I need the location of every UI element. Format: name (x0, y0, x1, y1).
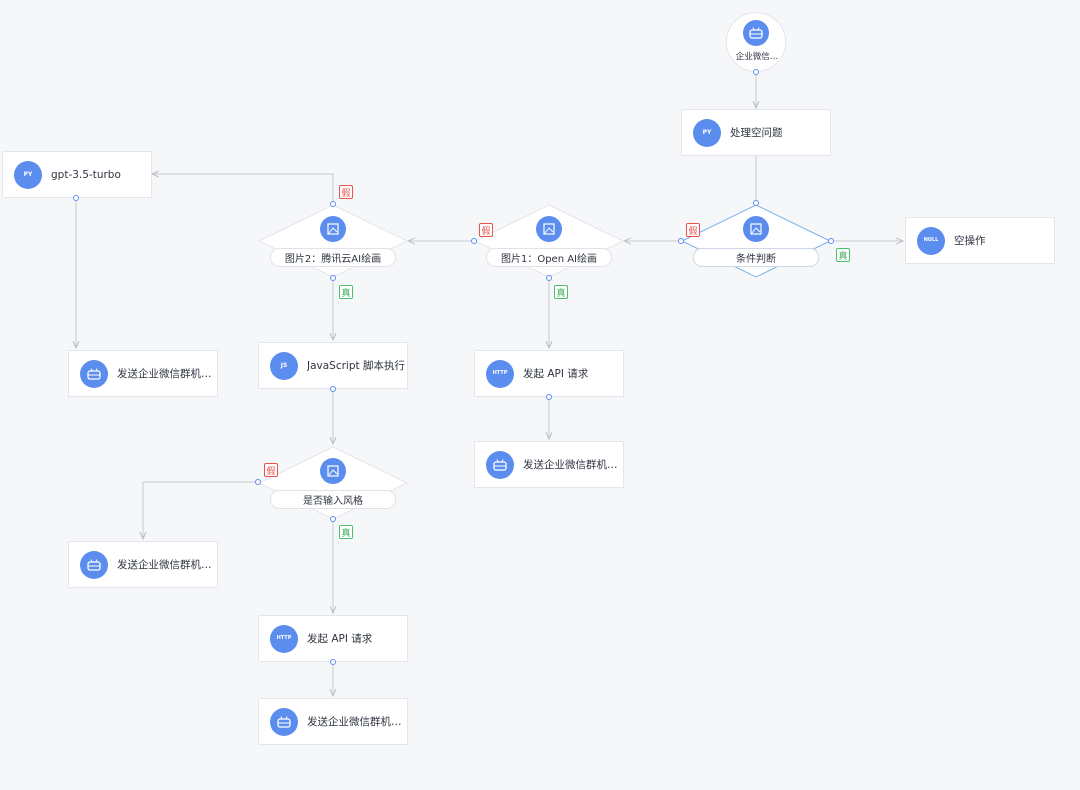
true-tag: 真 (836, 248, 850, 262)
image-icon (320, 216, 346, 242)
node-send-1[interactable]: 发送企业微信群机… (68, 350, 218, 397)
bot-icon (80, 359, 108, 388)
javascript-icon: JS (270, 351, 298, 380)
node-label: 发送企业微信群机… (117, 368, 212, 380)
port[interactable] (330, 386, 336, 392)
http-icon: HTTP (270, 624, 298, 653)
node-label: gpt-3.5-turbo (51, 168, 121, 181)
edge-img2-false-to-gpt (152, 174, 334, 205)
port[interactable] (330, 201, 336, 207)
http-icon: HTTP (486, 359, 514, 388)
port[interactable] (753, 200, 759, 206)
condition-label: 是否输入风格 (270, 490, 396, 509)
node-label: 发起 API 请求 (307, 633, 373, 645)
node-send-2[interactable]: 发送企业微信群机… (474, 441, 624, 488)
python-icon: PY (14, 160, 42, 189)
python-icon: PY (693, 118, 721, 147)
port[interactable] (753, 69, 759, 75)
false-tag: 假 (686, 223, 700, 237)
node-api-1[interactable]: HTTP 发起 API 请求 (474, 350, 624, 397)
condition-label: 图片1：Open AI绘画 (486, 248, 612, 267)
port[interactable] (73, 195, 79, 201)
node-process-empty[interactable]: PY 处理空问题 (681, 109, 831, 156)
image-icon (743, 216, 769, 242)
node-send-3[interactable]: 发送企业微信群机… (68, 541, 218, 588)
node-js-exec[interactable]: JS JavaScript 脚本执行 (258, 342, 408, 389)
condition-label: 条件判断 (693, 248, 819, 267)
node-null-op[interactable]: NULL 空操作 (905, 217, 1055, 264)
port[interactable] (828, 238, 834, 244)
true-tag: 真 (554, 285, 568, 299)
node-label: 发送企业微信群机… (117, 559, 212, 571)
condition-img1[interactable]: 图片1：Open AI绘画 (474, 204, 624, 278)
node-label: 处理空问题 (730, 127, 783, 139)
bot-icon (80, 550, 108, 579)
node-label: 空操作 (954, 235, 986, 247)
port[interactable] (330, 516, 336, 522)
start-node-label: 企业微信… (735, 52, 779, 62)
node-label: 发送企业微信群机… (523, 459, 618, 471)
bot-icon (486, 450, 514, 479)
image-icon (320, 458, 346, 484)
condition-style[interactable]: 是否输入风格 (258, 446, 408, 520)
node-label: 发起 API 请求 (523, 368, 589, 380)
false-tag: 假 (479, 223, 493, 237)
port[interactable] (546, 394, 552, 400)
condition-main[interactable]: 条件判断 (681, 204, 831, 278)
null-icon: NULL (917, 226, 945, 255)
bot-icon (270, 707, 298, 736)
false-tag: 假 (264, 463, 278, 477)
node-label: JavaScript 脚本执行 (307, 360, 405, 372)
edge-style-false-to-send (143, 481, 258, 539)
node-label: 发送企业微信群机… (307, 716, 402, 728)
port[interactable] (471, 238, 477, 244)
node-api-2[interactable]: HTTP 发起 API 请求 (258, 615, 408, 662)
true-tag: 真 (339, 285, 353, 299)
bot-icon (743, 20, 769, 46)
image-icon (536, 216, 562, 242)
condition-label: 图片2：腾讯云AI绘画 (270, 248, 396, 267)
node-send-4[interactable]: 发送企业微信群机… (258, 698, 408, 745)
node-gpt[interactable]: PY gpt-3.5-turbo (2, 151, 152, 198)
true-tag: 真 (339, 525, 353, 539)
port[interactable] (255, 479, 261, 485)
condition-img2[interactable]: 图片2：腾讯云AI绘画 (258, 204, 408, 278)
port[interactable] (330, 659, 336, 665)
start-node[interactable]: 企业微信… (726, 12, 786, 72)
port[interactable] (678, 238, 684, 244)
port[interactable] (546, 275, 552, 281)
false-tag: 假 (339, 185, 353, 199)
port[interactable] (330, 275, 336, 281)
